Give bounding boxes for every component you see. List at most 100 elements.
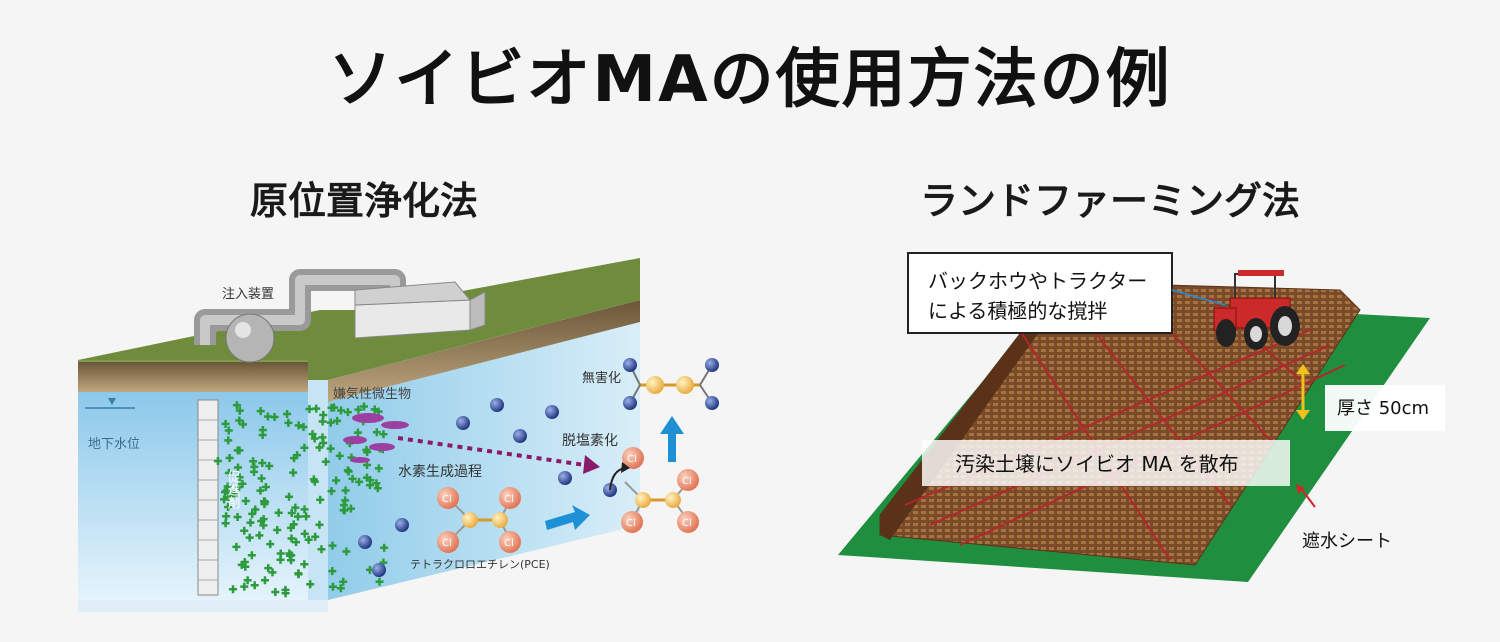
accelerant-particle: [260, 576, 269, 585]
accelerant-particle: [276, 555, 285, 564]
accelerant-particle: [308, 430, 317, 439]
accelerant-particle: [374, 464, 383, 473]
cl-atom-label: Cl: [627, 454, 637, 465]
accelerant-particle: [342, 547, 351, 556]
accelerant-particle: [248, 509, 257, 518]
accelerant-particle: [343, 408, 352, 417]
accelerant-particle: [300, 443, 309, 452]
accelerant-particle: [302, 512, 311, 521]
accelerant-particle: [224, 493, 233, 502]
accelerant-particle: [372, 479, 381, 488]
accelerant-particle: [333, 416, 342, 425]
injection-well: [197, 399, 219, 596]
accelerant-particle: [336, 406, 345, 415]
accelerant-particle: [235, 446, 244, 455]
accelerant-particle: [379, 430, 388, 439]
accelerant-particle: [225, 454, 234, 463]
accelerant-particle: [304, 535, 313, 544]
accelerant-particle: [243, 576, 252, 585]
accelerant-particle: [245, 533, 254, 542]
microbe: [352, 413, 384, 423]
cl-atom-label: Cl: [442, 494, 452, 505]
accelerant-particle: [336, 584, 345, 593]
accelerant-particle: [285, 492, 294, 501]
accelerant-particle: [291, 503, 300, 512]
accelerant-particle: [346, 504, 355, 513]
accelerant-particle: [290, 454, 299, 463]
callout-box: [907, 252, 1173, 334]
accelerant-particle: [370, 405, 379, 414]
accelerant-particle: [232, 401, 241, 410]
accelerant-particle: [353, 428, 362, 437]
accelerant-particle: [287, 534, 296, 543]
accelerant-particle: [362, 460, 371, 469]
accelerant-particle: [224, 503, 233, 512]
accelerant-particle: [263, 412, 272, 421]
cl-atom-label: Cl: [682, 476, 692, 487]
accelerant-particle: [264, 564, 273, 573]
accelerant-label: 促進剤: [225, 470, 241, 510]
accelerant-particle: [257, 517, 266, 526]
cl-atom-label: Cl: [504, 538, 514, 549]
accelerant-particle: [300, 560, 309, 569]
accelerant-particle: [339, 501, 348, 510]
accelerant-particle: [294, 421, 303, 430]
accelerant-particle: [270, 412, 279, 421]
accelerant-particle: [335, 451, 344, 460]
accelerant-particle: [315, 443, 324, 452]
accelerant-particle: [221, 419, 230, 428]
ethene-molecule: [623, 358, 719, 410]
accelerant-particle: [328, 541, 337, 550]
accelerant-particle: [241, 496, 250, 505]
accelerant-particle: [259, 521, 268, 530]
accelerant-particle: [372, 428, 381, 437]
accelerant-particle: [292, 538, 301, 547]
accelerant-particle: [221, 488, 230, 497]
accelerant-particle: [363, 448, 372, 457]
accelerant-particle: [362, 473, 371, 482]
cl-atom-label: Cl: [682, 518, 692, 529]
accelerant-particle: [232, 542, 241, 551]
callout-line-1: バックホウやトラクター: [928, 269, 1147, 293]
accelerant-particle: [255, 531, 264, 540]
accelerant-particle: [229, 585, 238, 594]
accelerant-particle: [257, 474, 266, 483]
thickness-label: 厚さ 50cm: [1337, 398, 1429, 419]
accelerant-particle: [220, 495, 229, 504]
accelerant-particle: [256, 407, 265, 416]
accelerant-particle: [289, 520, 298, 529]
dotted-arrow: [397, 436, 586, 467]
accelerant-particle: [224, 468, 233, 477]
accelerant-particle: [294, 570, 303, 579]
accelerant-particle: [258, 459, 267, 468]
injector-label: 注入装置: [222, 287, 274, 302]
accelerant-particle: [287, 509, 296, 517]
anaerobes-label: 嫌気性微生物: [333, 386, 411, 402]
accelerant-particle: [300, 529, 309, 538]
accelerant-particle: [294, 512, 303, 521]
accelerant-particle: [306, 580, 315, 589]
accelerant-particle: [284, 418, 293, 427]
accelerant-particle: [268, 568, 277, 577]
up-arrow: [660, 416, 684, 434]
callout-line-2: による積極的な撹拌: [928, 299, 1107, 323]
accelerant-particle: [256, 486, 265, 495]
landfarming-heading: ランドファーミング法: [920, 179, 1301, 223]
accelerant-particle: [246, 518, 255, 527]
accelerant-particle: [315, 520, 324, 529]
accelerant-particle: [287, 551, 296, 560]
sheet-label: 遮水シート: [1302, 531, 1392, 552]
accelerant-particle: [339, 577, 348, 586]
cl-atom-label: Cl: [442, 538, 452, 549]
accelerant-particle: [266, 540, 275, 549]
accelerant-particle: [265, 461, 274, 470]
accelerant-particle: [221, 519, 230, 528]
accelerant-particle: [327, 403, 336, 412]
cl-atom-label: Cl: [504, 494, 514, 505]
pce-label: テトラクロロエチレン(PCE): [410, 558, 550, 571]
accelerant-particle: [283, 410, 292, 419]
tractor: [1213, 270, 1300, 350]
accelerant-particle: [332, 476, 341, 485]
right-arrow: [545, 505, 590, 530]
